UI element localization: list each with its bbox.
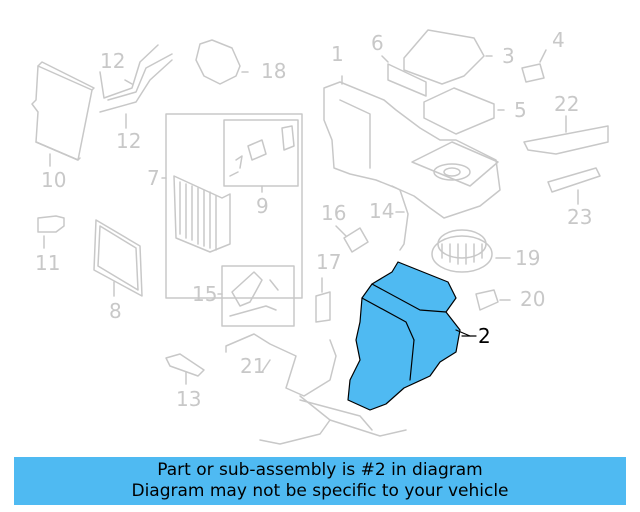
callout-17: 17 <box>316 250 342 274</box>
blower-motor-drawing <box>431 229 511 273</box>
callout-21: 21 <box>240 354 266 378</box>
heater-hoses-drawing <box>99 44 173 129</box>
callout-16: 16 <box>321 201 347 225</box>
callout-1: 1 <box>331 42 344 66</box>
callout-15: 15 <box>192 282 218 306</box>
part-6-drawing <box>381 55 427 97</box>
banner-line-part: Part or sub-assembly is #2 in diagram <box>157 460 483 480</box>
part-3-drawing <box>403 29 493 85</box>
callout-2[interactable]: 2 <box>478 324 491 348</box>
callout-22: 22 <box>554 92 580 116</box>
callout-12-lower: 12 <box>116 129 142 153</box>
callout-18: 18 <box>261 59 287 83</box>
callout-4: 4 <box>552 28 565 52</box>
callout-7: 7 <box>147 166 160 190</box>
part-4-drawing <box>521 49 547 83</box>
callout-20: 20 <box>520 287 546 311</box>
callout-11: 11 <box>35 251 61 275</box>
part-17-drawing <box>315 277 331 323</box>
callout-5: 5 <box>514 98 527 122</box>
wire-harness-drawing <box>225 333 407 445</box>
gasket-drawing <box>93 219 143 297</box>
heater-core-drawing <box>31 61 95 167</box>
callout-13: 13 <box>176 387 202 411</box>
callout-3: 3 <box>502 44 515 68</box>
callout-10: 10 <box>41 168 67 192</box>
parts-diagram: 1 2 3 4 5 6 7 8 9 10 11 12 12 13 14 15 1… <box>31 28 609 445</box>
cabin-filter-drawing <box>423 87 505 135</box>
part-18-drawing <box>195 39 249 85</box>
callout-23: 23 <box>567 205 593 229</box>
part-11-drawing <box>37 215 65 249</box>
part-16-drawing <box>335 225 369 253</box>
callout-19: 19 <box>515 246 541 270</box>
part-14-drawing <box>391 185 409 251</box>
callout-8: 8 <box>109 299 122 323</box>
part-info-banner: Part or sub-assembly is #2 in diagram Di… <box>14 457 626 505</box>
evaporator-box-drawing <box>161 113 303 299</box>
banner-line-disclaimer: Diagram may not be specific to your vehi… <box>131 481 509 501</box>
hvac-case-drawing <box>323 75 501 219</box>
highlighted-part-2-drawing <box>347 261 477 411</box>
callout-9: 9 <box>256 194 269 218</box>
part-13-drawing <box>165 353 205 385</box>
callout-14: 14 <box>369 199 395 223</box>
callout-6: 6 <box>371 31 384 55</box>
part-22-drawing <box>523 115 609 155</box>
part-20-drawing <box>475 289 511 311</box>
callout-12-upper: 12 <box>100 49 126 73</box>
part-23-drawing <box>547 167 601 205</box>
part-15-drawing <box>217 265 295 327</box>
diagram-artwork <box>31 29 609 445</box>
